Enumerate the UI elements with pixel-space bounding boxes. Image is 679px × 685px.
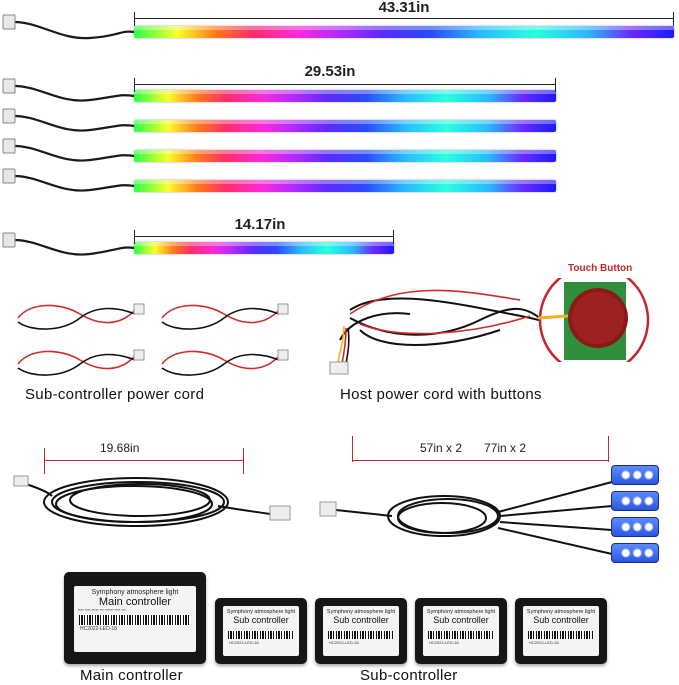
- dimension-tick: [608, 436, 609, 462]
- extension-length-label: 19.68in: [100, 441, 140, 455]
- led-strip-long: [134, 26, 674, 38]
- sub-controller-model: HC2022-LED-18: [429, 640, 459, 645]
- sub-controller-label-name: Sub controller: [233, 615, 289, 625]
- sub-controller-barcode: [328, 631, 394, 639]
- dimension-tick: [134, 230, 135, 244]
- blue-light-module: [611, 465, 659, 485]
- dimension-line-short: [134, 236, 394, 237]
- sub-controller-cable-coil: [319, 481, 613, 555]
- sub-controller-label: Symphony atmosphere light Sub controller…: [423, 606, 499, 656]
- sub-controller-label: Symphony atmosphere light Sub controller…: [223, 606, 299, 656]
- dimension-tick: [555, 78, 556, 92]
- touch-button-inset: [538, 278, 650, 362]
- main-controller-model: HC2022-LED-18: [80, 625, 117, 632]
- long-strip-length-label: 43.31in: [378, 0, 430, 16]
- extension-cable-coil: [13, 475, 291, 527]
- sub-controller-model: HC2022-LED-18: [329, 640, 359, 645]
- sub-cable-length-label-b: 77in x 2: [484, 441, 527, 455]
- dimension-tick: [134, 12, 135, 26]
- dimension-tick: [134, 78, 135, 92]
- main-controller-label-title: Symphony atmosphere light: [91, 589, 179, 596]
- sub-controller-label-name: Sub controller: [333, 615, 389, 625]
- sub-controller-power-cord-caption: Sub-controller power cord: [25, 386, 205, 403]
- led-strip-short: [134, 242, 394, 254]
- led-strip-medium: [134, 120, 556, 132]
- sub-controller-barcode: [228, 631, 294, 639]
- sub-controller-label: Symphony atmosphere light Sub controller…: [523, 606, 599, 656]
- main-controller-label-fine-print: ▪▪▪▪ ▪▪▪▪ ▪▪▪▪▪ ▪▪▪ ▪▪▪▪▪▪ ▪▪▪▪ ▪▪▪: [78, 607, 126, 612]
- main-controller-caption: Main controller: [80, 667, 183, 684]
- sub-controller-barcode: [528, 631, 594, 639]
- touch-button-label: Touch Button: [568, 263, 633, 274]
- sub-controller-box: Symphony atmosphere light Sub controller…: [515, 598, 607, 664]
- extension-length-dimension-line: [44, 460, 244, 461]
- led-strip-medium: [134, 90, 556, 102]
- dimension-line-medium: [134, 84, 556, 85]
- sub-controller-label-title: Symphony atmosphere light: [426, 609, 496, 615]
- medium-strip-length-label: 29.53in: [304, 63, 356, 80]
- sub-controller-model: HC2022-LED-18: [529, 640, 559, 645]
- main-controller-label-name: Main controller: [98, 596, 172, 608]
- sub-controller-label-title: Symphony atmosphere light: [526, 609, 596, 615]
- dimension-tick: [352, 436, 353, 462]
- dimension-tick: [673, 12, 674, 26]
- sub-cable-length-dimension-line: [352, 460, 608, 461]
- dimension-tick: [44, 448, 45, 474]
- blue-light-module: [611, 543, 659, 563]
- sub-controller-label-title: Symphony atmosphere light: [226, 609, 296, 615]
- sub-controller-box: Symphony atmosphere light Sub controller…: [215, 598, 307, 664]
- sub-controller-caption: Sub-controller: [360, 667, 458, 684]
- sub-controller-label: Symphony atmosphere light Sub controller…: [323, 606, 399, 656]
- main-controller-box: Symphony atmosphere light Main controlle…: [64, 572, 206, 664]
- sub-controller-box: Symphony atmosphere light Sub controller…: [315, 598, 407, 664]
- sub-controller-power-cords: [17, 303, 289, 376]
- sub-controller-label-name: Sub controller: [433, 615, 489, 625]
- dimension-line-long: [134, 18, 674, 19]
- sub-controller-box: Symphony atmosphere light Sub controller…: [415, 598, 507, 664]
- host-power-cord: [329, 289, 551, 375]
- sub-controller-model: HC2022-LED-18: [229, 640, 259, 645]
- blue-light-module: [611, 491, 659, 511]
- sub-controller-label-title: Symphony atmosphere light: [326, 609, 396, 615]
- dimension-tick: [243, 448, 244, 474]
- sub-controller-barcode: [428, 631, 494, 639]
- dimension-tick: [393, 230, 394, 244]
- led-strip-medium: [134, 180, 556, 192]
- sub-cable-length-label-a: 57in x 2: [420, 441, 463, 455]
- blue-light-module: [611, 517, 659, 537]
- main-controller-barcode: [79, 614, 191, 625]
- strip-cables: [2, 14, 135, 256]
- short-strip-length-label: 14.17in: [234, 216, 286, 233]
- led-strip-medium: [134, 150, 556, 162]
- host-power-cord-caption: Host power cord with buttons: [340, 386, 542, 403]
- main-controller-label: Symphony atmosphere light Main controlle…: [74, 586, 196, 652]
- sub-controller-label-name: Sub controller: [533, 615, 589, 625]
